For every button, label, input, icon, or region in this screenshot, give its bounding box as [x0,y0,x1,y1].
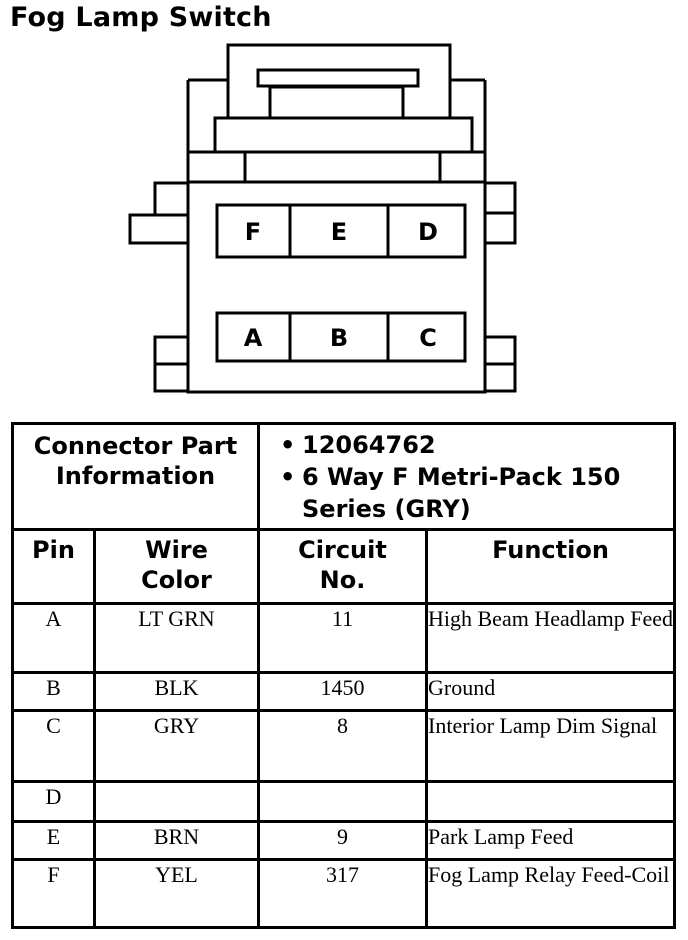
table-row: B BLK 1450 Ground [11,671,676,712]
connector-info-row: Connector Part Information 12064762 6 Wa… [11,422,676,531]
header-circuit: Circuit No. [298,536,387,594]
row-a-pin: A [11,602,96,674]
row-c-function: Interior Lamp Dim Signal [425,709,676,783]
table-row: F YEL 317 Fog Lamp Relay Feed-Coil [11,858,676,929]
connector-pin-table: Connector Part Information 12064762 6 Wa… [11,422,676,929]
row-c-wire-color: GRY [93,709,260,783]
header-wire-color: Wire Color [141,536,212,594]
left-tab-lower [128,213,190,245]
row-d-circuit [257,780,428,823]
header-circuit-cell: Circuit No. [257,528,428,605]
row-e-wire-color: BRN [93,820,260,861]
header-pin: Pin [32,536,75,564]
row-c-circuit: 8 [257,709,428,783]
pin-label-b: B [330,324,348,352]
connector-collar [213,116,474,154]
pin-label-d: D [418,218,438,246]
header-pin-cell: Pin [11,528,96,605]
row-e-pin: E [11,820,96,861]
row-a-wire-color: LT GRN [93,602,260,674]
cavity-row-bottom [215,311,467,363]
row-d-wire-color [93,780,260,823]
row-c-pin: C [11,709,96,783]
cavity-row-top [215,203,467,259]
connector-info-values-cell: 12064762 6 Way F Metri-Pack 150 Series (… [257,422,676,531]
pin-label-f: F [245,218,261,246]
connector-latch-slot [256,68,420,88]
table-row: A LT GRN 11 High Beam Headlamp Feed [11,602,676,674]
row-f-circuit: 317 [257,858,428,929]
header-function-cell: Function [425,528,676,605]
connector-diagram: F E D A B C [128,43,517,394]
row-a-function: High Beam Headlamp Feed [425,602,676,674]
connector-info-label-cell: Connector Part Information [11,422,260,531]
page-title: Fog Lamp Switch [10,2,272,33]
table-row: C GRY 8 Interior Lamp Dim Signal [11,709,676,783]
row-f-pin: F [11,858,96,929]
table-row: E BRN 9 Park Lamp Feed [11,820,676,861]
header-wire-color-cell: Wire Color [93,528,260,605]
row-f-wire-color: YEL [93,858,260,929]
table-header-row: Pin Wire Color Circuit No. Function [11,528,676,605]
connector-info-list: 12064762 6 Way F Metri-Pack 150 Series (… [260,425,673,525]
row-b-function: Ground [425,671,676,712]
row-d-function [425,780,676,823]
pin-label-c: C [419,324,437,352]
row-d-pin: D [11,780,96,823]
pin-label-a: A [244,324,263,352]
left-tab-upper [153,181,190,217]
row-b-circuit: 1450 [257,671,428,712]
row-e-circuit: 9 [257,820,428,861]
row-e-function: Park Lamp Feed [425,820,676,861]
row-f-function: Fog Lamp Relay Feed-Coil [425,858,676,929]
row-b-pin: B [11,671,96,712]
connector-type: 6 Way F Metri-Pack 150 Series (GRY) [280,461,673,525]
header-function: Function [492,536,609,564]
connector-info-label: Connector Part Information [33,432,238,490]
part-number: 12064762 [280,429,673,461]
table-row: D [11,780,676,823]
row-a-circuit: 11 [257,602,428,674]
pin-label-e: E [331,218,347,246]
row-b-wire-color: BLK [93,671,260,712]
